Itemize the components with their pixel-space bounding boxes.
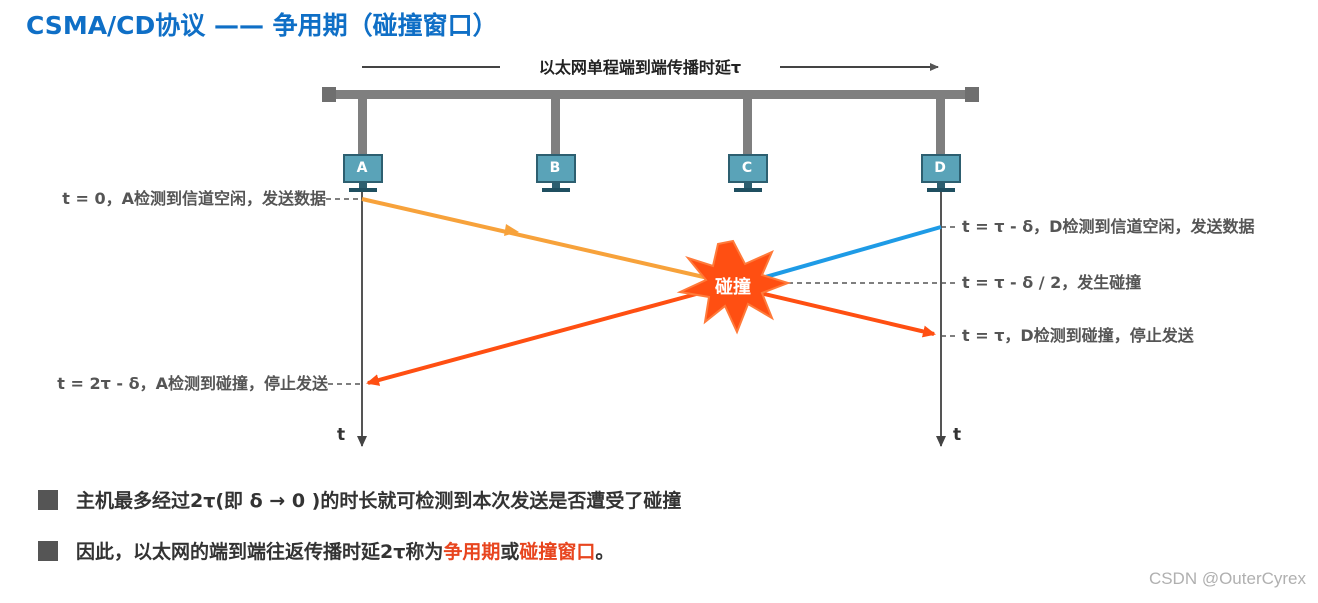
bullet-1: 主机最多经过2τ(即 δ → 0 )的时长就可检测到本次发送是否遭受了碰撞 bbox=[38, 486, 681, 513]
drop-a bbox=[358, 99, 367, 155]
bullet-2-mid: 或 bbox=[500, 541, 520, 563]
drop-d bbox=[936, 99, 945, 155]
bullet-2-text: 因此，以太网的端到端往返传播时延2τ称为争用期或碰撞窗口。 bbox=[76, 537, 614, 564]
drop-b bbox=[551, 99, 560, 155]
bullet-1-text: 主机最多经过2τ(即 δ → 0 )的时长就可检测到本次发送是否遭受了碰撞 bbox=[76, 490, 682, 512]
host-a-label: A bbox=[356, 160, 368, 176]
collision-label: 碰撞 bbox=[715, 277, 751, 298]
host-b-icon bbox=[536, 154, 576, 192]
signal-a-arrowhead bbox=[504, 224, 519, 236]
collision-burst-icon bbox=[676, 239, 792, 335]
host-b-label: B bbox=[549, 160, 561, 176]
event-a-detect: t = 2τ - δ，A检测到碰撞，停止发送 bbox=[57, 374, 328, 393]
page-title: CSMA/CD协议 —— 争用期（碰撞窗口） bbox=[26, 11, 498, 40]
bullet-square-icon bbox=[38, 540, 58, 561]
signal-d bbox=[754, 225, 942, 282]
time-label-d: t bbox=[953, 425, 962, 445]
bus-terminator-left bbox=[322, 87, 336, 102]
propagation-delay-label: 以太网单程端到端传播时延τ bbox=[500, 57, 780, 79]
host-d-label: D bbox=[934, 160, 946, 176]
contention-period-term: 争用期 bbox=[443, 541, 501, 563]
bullet-2: 因此，以太网的端到端往返传播时延2τ称为争用期或碰撞窗口。 bbox=[38, 537, 614, 564]
collision-signal-to-a bbox=[366, 291, 701, 386]
ethernet-bus bbox=[324, 90, 976, 99]
bullet-square-icon bbox=[38, 489, 58, 510]
collision-window-term: 碰撞窗口 bbox=[519, 541, 596, 563]
event-a-send: t = 0，A检测到信道空闲，发送数据 bbox=[62, 189, 326, 208]
watermark: CSDN @OuterCyrex bbox=[1148, 569, 1306, 588]
host-c-label: C bbox=[741, 160, 753, 176]
signal-a bbox=[361, 197, 731, 285]
host-c-icon bbox=[728, 154, 768, 192]
collision-signal-to-d bbox=[759, 291, 936, 338]
bullet-2-suffix: 。 bbox=[595, 541, 615, 563]
bullet-2-prefix: 因此，以太网的端到端往返传播时延2τ称为 bbox=[76, 541, 444, 563]
host-d-icon bbox=[921, 154, 961, 192]
event-collide: t = τ - δ / 2，发生碰撞 bbox=[962, 273, 1142, 292]
event-d-send: t = τ - δ，D检测到信道空闲，发送数据 bbox=[962, 217, 1255, 236]
time-label-a: t bbox=[337, 425, 346, 445]
host-a-icon bbox=[343, 154, 383, 192]
bus-terminator-right bbox=[965, 87, 979, 102]
event-d-detect: t = τ，D检测到碰撞，停止发送 bbox=[962, 326, 1194, 345]
drop-c bbox=[743, 99, 752, 155]
